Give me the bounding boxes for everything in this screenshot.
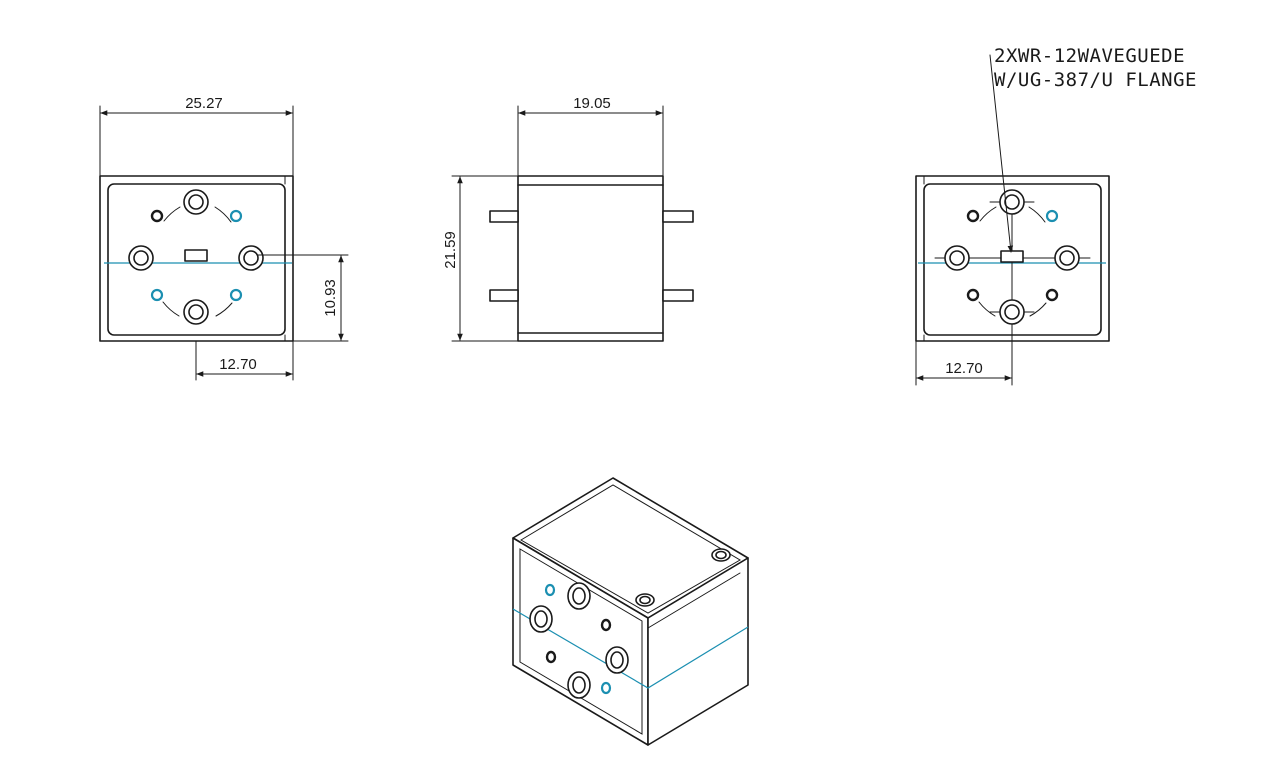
callout-line-2: W/UG-387/U FLANGE: [994, 69, 1197, 91]
rear-pin: [966, 288, 980, 302]
callout-leader: [989, 54, 1014, 253]
iso-centerline: [512, 608, 749, 689]
iso-face-pin: [544, 583, 556, 597]
dim-side-height: 21.59: [442, 231, 459, 269]
front-pin: [229, 288, 243, 302]
side-body: [517, 175, 664, 342]
rear-pin: [1045, 209, 1059, 223]
front-pin: [150, 209, 164, 223]
callout-line-1: 2XWR-12WAVEGUEDE: [994, 45, 1185, 67]
side-pin-left-bottom: [489, 289, 519, 302]
front-pin: [150, 288, 164, 302]
rear-pin: [966, 209, 980, 223]
iso-face-pin: [545, 650, 557, 664]
rear-pin: [1045, 288, 1059, 302]
front-pin: [229, 209, 243, 223]
front-inner-face: [107, 183, 286, 336]
front-waveguide-aperture: [184, 249, 208, 262]
side-pin-left-top: [489, 210, 519, 223]
dim-front-offset-height: 10.93: [322, 279, 339, 317]
iso-face-pin: [600, 681, 612, 695]
iso-right-face: [647, 557, 749, 746]
iso-face-pin: [600, 618, 612, 632]
side-view: 19.05 21.59: [442, 95, 694, 342]
dim-side-width: 19.05: [573, 95, 611, 112]
side-pin-right-top: [662, 210, 694, 223]
side-pin-right-bottom: [662, 289, 694, 302]
dim-front-width: 25.27: [185, 95, 223, 112]
rear-waveguide-aperture: [1000, 250, 1024, 263]
dim-rear-half-width: 12.70: [945, 360, 983, 377]
isometric-view: [512, 477, 749, 746]
rear-view: 12.70 2XWR-12WAVEGUEDE W/UG-387/U FLANGE: [915, 45, 1197, 386]
dim-front-half-width: 12.70: [219, 356, 257, 373]
front-view: 25.27 10.93 12.70: [99, 95, 349, 381]
